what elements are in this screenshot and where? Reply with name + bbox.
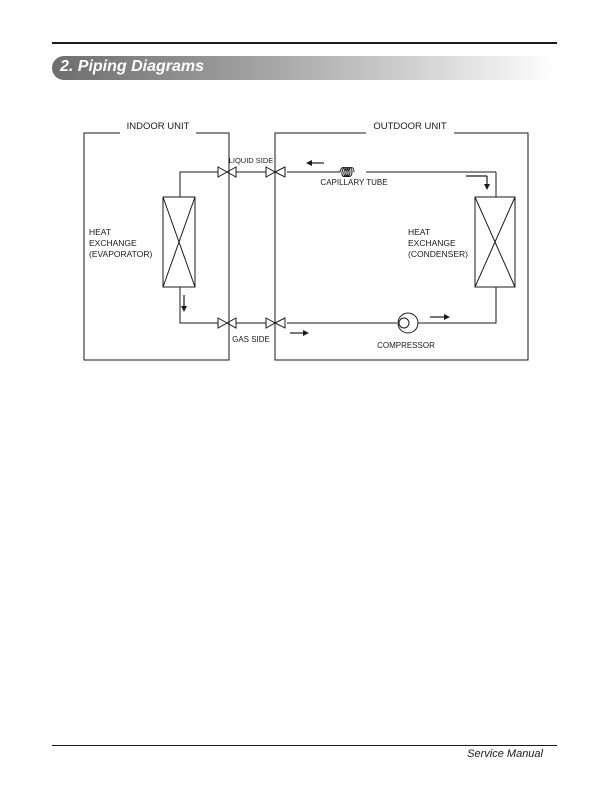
evaporator-coil — [162, 196, 196, 288]
footer-label: Service Manual — [467, 748, 543, 760]
capillary-tube-label: CAPILLARY TUBE — [320, 178, 387, 187]
compressor-symbol — [397, 312, 419, 334]
gas-valve-indoor — [217, 317, 237, 329]
outdoor-unit-label: OUTDOOR UNIT — [373, 121, 447, 132]
gas-valve-outdoor — [265, 315, 286, 329]
liquid-side-label: LIQUID SIDE — [229, 156, 274, 165]
condenser-label-line-2: EXCHANGE — [408, 238, 456, 248]
evaporator-label-line-1: HEAT — [89, 227, 111, 237]
compressor-label: COMPRESSOR — [377, 341, 435, 350]
indoor-unit-label: INDOOR UNIT — [127, 121, 190, 132]
section-banner: 2. Piping Diagrams — [52, 56, 557, 80]
capillary-tube-coil — [339, 167, 355, 177]
condenser-label-line-3: (CONDENSER) — [408, 249, 468, 259]
top-rule — [52, 42, 557, 44]
liquid-valve-outdoor — [265, 164, 286, 178]
refrigerant-piping — [179, 171, 497, 324]
gas-side-label: GAS SIDE — [232, 335, 270, 344]
condenser-coil — [474, 196, 516, 288]
liquid-valve-indoor — [217, 166, 237, 178]
bottom-rule — [52, 745, 557, 746]
section-title: 2. Piping Diagrams — [60, 58, 205, 75]
evaporator-label-line-2: EXCHANGE — [89, 238, 137, 248]
evaporator-label-line-3: (EVAPORATOR) — [89, 249, 152, 259]
flow-arrows — [181, 160, 490, 336]
condenser-label-line-1: HEAT — [408, 227, 430, 237]
